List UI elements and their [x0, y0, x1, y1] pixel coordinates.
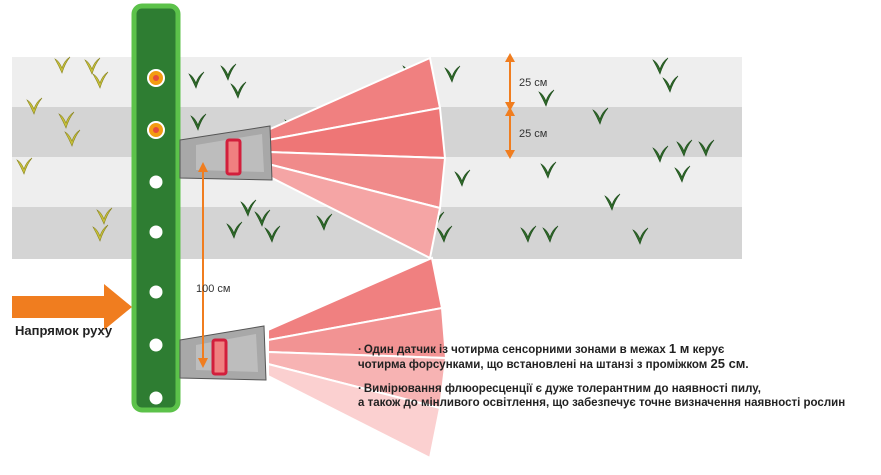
weed-sprout	[676, 139, 693, 157]
weeds	[16, 56, 715, 245]
sensor-spacing-label: 100 см	[196, 283, 230, 295]
note-text: Вимірювання флюоресценції є дуже толеран…	[363, 383, 761, 395]
weed-sprout	[674, 165, 691, 183]
weed-sprout	[220, 63, 237, 81]
nozzle-inactive	[148, 224, 164, 240]
sensor-window	[211, 338, 228, 376]
weed-sprout	[54, 56, 71, 74]
note-bullet: ·	[358, 344, 362, 356]
weed-sprout	[698, 139, 715, 157]
sensor-2-zones	[267, 256, 448, 460]
dimension-row-spacing	[505, 53, 515, 159]
weed-sprout	[662, 75, 679, 93]
weed-sprout	[264, 225, 281, 243]
weed-sprout	[58, 111, 75, 129]
weed-sprout	[254, 209, 271, 227]
weed-sprout	[592, 107, 609, 125]
nozzle-inactive	[148, 390, 164, 406]
note-item: ·Вимірювання флюоресценції є дуже толера…	[358, 382, 878, 410]
weed-sprout	[190, 113, 207, 131]
weed-sprout	[230, 81, 247, 99]
weed-sprout	[444, 65, 461, 83]
nozzle-inactive	[148, 337, 164, 353]
weed-sprout	[632, 227, 649, 245]
nozzle-inactive	[148, 174, 164, 190]
sensor-window	[225, 138, 242, 176]
sprayer-boom	[131, 3, 181, 413]
direction-arrow	[12, 284, 132, 330]
weed-sprout	[520, 225, 537, 243]
row-spacing-top-label: 25 см	[519, 77, 547, 89]
weed-sprout	[652, 57, 669, 75]
note-text: керує	[689, 344, 725, 356]
description-notes: ·Один датчик із чотирма сенсорними зонам…	[358, 342, 878, 420]
sensor-zone	[267, 362, 442, 460]
weed-sprout	[92, 224, 109, 242]
dimension-sensor-spacing	[198, 162, 208, 368]
weed-sprout	[542, 225, 559, 243]
boom-bar	[131, 3, 181, 413]
note-text: Один датчик із чотирма сенсорними зонами…	[363, 344, 669, 356]
sensor-2	[179, 325, 267, 381]
note-bullet: ·	[358, 383, 362, 395]
weed-sprout	[96, 207, 113, 225]
weed-sprout	[92, 71, 109, 89]
weed-sprout	[316, 213, 333, 231]
weed-sprout	[538, 89, 555, 107]
weed-sprout	[436, 225, 453, 243]
weed-sprout	[454, 169, 471, 187]
weed-sprout	[188, 71, 205, 89]
note-emphasis: 25 см	[710, 356, 746, 371]
row-spacing-bottom-label: 25 см	[519, 128, 547, 140]
sensor-1-zones	[267, 56, 447, 260]
weed-sprout	[604, 193, 621, 211]
weed-sprout	[240, 199, 257, 217]
weed-sprout	[540, 161, 557, 179]
nozzle-active-center	[153, 75, 159, 81]
weed-sprout	[84, 57, 101, 75]
weed-sprout	[226, 221, 243, 239]
weed-sprout	[64, 129, 81, 147]
direction-label: Напрямок руху	[15, 323, 113, 338]
note-text: чотирма форсунками, що встановлені на шт…	[358, 359, 711, 371]
nozzle-inactive	[148, 284, 164, 300]
weed-sprout	[652, 145, 669, 163]
note-emphasis: 1 м	[668, 341, 690, 356]
note-text: .	[745, 359, 749, 371]
nozzle-active-center	[153, 127, 159, 133]
note-text: а також до мінливого освітлення, що забе…	[358, 397, 846, 409]
weed-sprout	[26, 97, 43, 115]
note-item: ·Один датчик із чотирма сенсорними зонам…	[358, 342, 878, 372]
weed-sprout	[16, 157, 33, 175]
